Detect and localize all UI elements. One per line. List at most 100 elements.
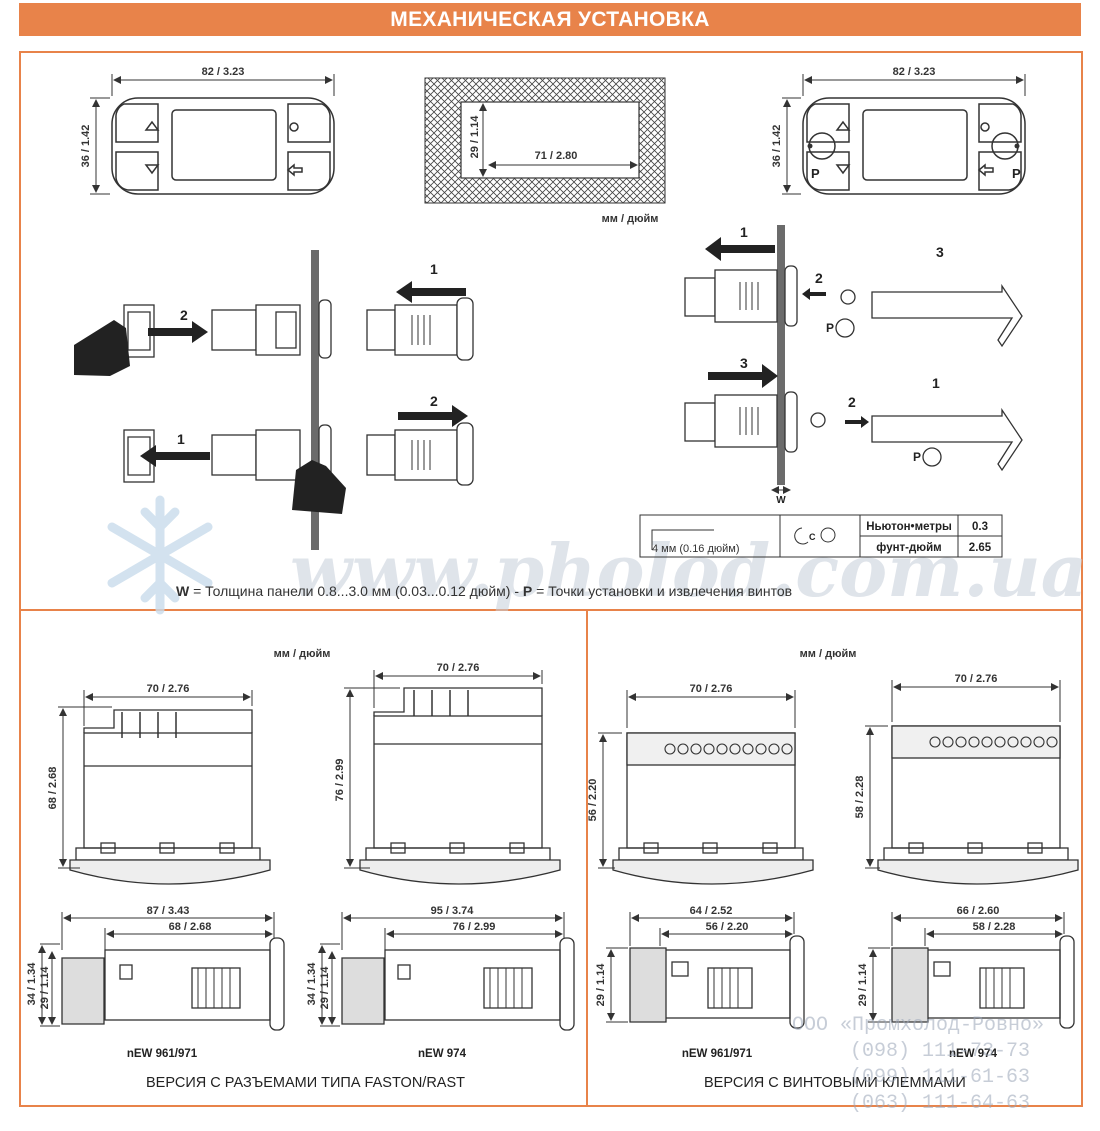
- screw-model-974: nEW 974: [949, 1048, 998, 1060]
- units-label-faston: мм / дюйм: [274, 648, 331, 660]
- step-arrows-left: [140, 281, 468, 467]
- page-title: МЕХАНИЧЕСКАЯ УСТАНОВКА: [19, 3, 1081, 36]
- faston-974-depth-body: 76 / 2.99: [453, 921, 496, 933]
- faston-961-top-view: [69, 709, 271, 885]
- faston-961-side-view: [61, 937, 285, 1031]
- w-label: W: [776, 495, 786, 506]
- torque-value-lbin: 2.65: [969, 542, 992, 554]
- frame-screw: [586, 609, 1083, 1107]
- screw-point-right: [1014, 143, 1020, 149]
- front-left-dims: [90, 74, 335, 195]
- torque-table: [639, 514, 1003, 558]
- step-2-clip: 2: [180, 307, 188, 323]
- units-label-screw: мм / дюйм: [800, 648, 857, 660]
- hand-icon: [74, 320, 346, 514]
- faston-974-depth-total: 95 / 3.74: [431, 905, 475, 917]
- faston-974-side-dims: [318, 912, 565, 1027]
- screw-961-side-h: 29 / 1.14: [595, 963, 607, 1007]
- front-view-right: [802, 97, 1026, 195]
- thickness-note: W = Толщина панели 0.8...3.0 мм (0.03...…: [176, 583, 792, 599]
- screw-install-diagram: [684, 265, 1023, 472]
- cutout-width: 71 / 2.80: [535, 150, 578, 162]
- units-label-top: мм / дюйм: [602, 213, 659, 225]
- panel-wall-right: [777, 225, 785, 485]
- screw-961-dims: [598, 690, 796, 869]
- screw-961-height: 56 / 2.20: [587, 779, 599, 822]
- step-3-screw: 3: [936, 244, 944, 260]
- faston-974-top-view: [359, 687, 561, 885]
- note-p-text: = Точки установки и извлечения винтов: [532, 583, 793, 599]
- cutout-height: 29 / 1.14: [469, 115, 481, 159]
- panel-cutout: [424, 77, 666, 204]
- screw-961-depth-total: 64 / 2.52: [690, 905, 733, 917]
- screw-974-width: 70 / 2.76: [955, 673, 998, 685]
- torque-value-nm: 0.3: [972, 521, 988, 533]
- front-left-height: 36 / 1.42: [80, 125, 92, 168]
- torque-tool: 4 мм (0.16 дюйм): [652, 543, 740, 555]
- screw-model-961: nEW 961/971: [682, 1048, 753, 1060]
- faston-model-974: nEW 974: [418, 1048, 467, 1060]
- screw-961-side-dims: [606, 912, 795, 1023]
- watermark-site: www.pholod.com.ua: [290, 528, 1088, 613]
- step-2-pull: 2: [430, 393, 438, 409]
- front-right-p-left: P: [811, 166, 820, 181]
- screw-974-depth-body: 58 / 2.28: [973, 921, 1016, 933]
- version-screw: ВЕРСИЯ С ВИНТОВЫМИ КЛЕММАМИ: [704, 1075, 966, 1091]
- faston-974-side-view: [341, 937, 575, 1031]
- front-right-p-right: P: [1012, 166, 1021, 181]
- note-p-key: P: [522, 583, 533, 599]
- clip-removal-diagram: [123, 297, 474, 486]
- step-3-insert: 3: [740, 355, 748, 371]
- front-view-left: [111, 97, 335, 195]
- step-1-clip: 1: [177, 431, 185, 447]
- snowflake-logo: [107, 495, 213, 615]
- screw-974-side-dims: [868, 912, 1065, 1023]
- faston-961-side-dims: [38, 912, 275, 1027]
- faston-974-side-h2: 29 / 1.14: [319, 966, 331, 1010]
- front-left-width: 82 / 3.23: [202, 66, 245, 78]
- p-label-upper: P: [826, 321, 834, 335]
- screw-point-left: [807, 143, 813, 149]
- front-right-width: 82 / 3.23: [893, 66, 936, 78]
- faston-961-depth-body: 68 / 2.68: [169, 921, 212, 933]
- note-w-text: = Толщина панели 0.8...3.0 мм (0.03...0.…: [189, 583, 523, 599]
- faston-model-961: nEW 961/971: [127, 1048, 198, 1060]
- step-1-push: 1: [430, 261, 438, 277]
- front-right-height: 36 / 1.42: [771, 125, 783, 168]
- note-w-key: W: [176, 583, 190, 599]
- watermark-phone-2: (099) 111-61-63: [850, 1066, 1031, 1089]
- faston-961-side-h2: 29 / 1.14: [39, 966, 51, 1010]
- screw-961-depth-body: 56 / 2.20: [706, 921, 749, 933]
- front-right-dims: [782, 74, 1026, 195]
- screw-974-depth-total: 66 / 2.60: [957, 905, 1000, 917]
- panel-wall-left: [311, 250, 319, 550]
- faston-974-side-h1: 34 / 1.34: [306, 962, 318, 1006]
- watermark-phone-1: (098) 111-73-73: [850, 1040, 1031, 1063]
- faston-974-width: 70 / 2.76: [437, 662, 480, 674]
- screw-974-side-h: 29 / 1.14: [857, 963, 869, 1007]
- faston-961-dims: [58, 690, 253, 869]
- step-2-screw: 2: [815, 270, 823, 286]
- torque-unit-nm: Ньютон•метры: [866, 521, 952, 533]
- torque-c-label: C: [809, 532, 816, 542]
- step-arrows-right: [705, 237, 869, 428]
- screw-961-top-view: [612, 732, 814, 885]
- screw-961-width: 70 / 2.76: [690, 683, 733, 695]
- screw-961-side-view: [629, 935, 805, 1029]
- faston-961-height: 68 / 2.68: [47, 767, 59, 810]
- torque-unit-lbin: фунт-дюйм: [876, 542, 941, 554]
- screw-974-top-view: [877, 725, 1079, 885]
- watermark-company: ООО «Промхолод-Ровно»: [792, 1014, 1045, 1037]
- faston-974-dims: [344, 670, 543, 869]
- faston-974-height: 76 / 2.99: [334, 759, 346, 802]
- watermark-phone-3: (063) 111-64-63: [850, 1092, 1031, 1115]
- step-1-insert: 1: [932, 375, 940, 391]
- step-2-insert: 2: [848, 394, 856, 410]
- p-label-lower: P: [913, 450, 921, 464]
- faston-961-side-h1: 34 / 1.34: [26, 962, 38, 1006]
- screw-974-dims: [865, 680, 1061, 869]
- step-1-screw: 1: [740, 224, 748, 240]
- faston-961-width: 70 / 2.76: [147, 683, 190, 695]
- screw-974-height: 58 / 2.28: [854, 776, 866, 819]
